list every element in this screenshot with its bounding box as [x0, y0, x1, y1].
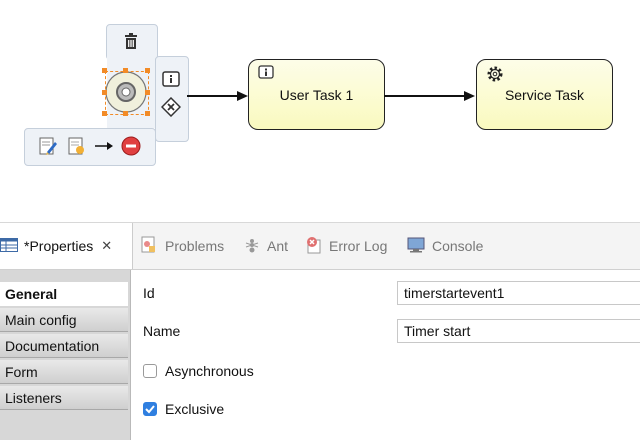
name-field[interactable]	[397, 319, 640, 343]
note-icon[interactable]	[66, 136, 86, 156]
checkmark-icon	[145, 405, 155, 414]
tab-properties-label: *Properties	[24, 238, 94, 254]
properties-sidebar: General Main config Documentation Form L…	[0, 270, 131, 440]
tab-error-log[interactable]: Error Log	[305, 223, 387, 269]
user-task-label: User Task 1	[279, 86, 354, 103]
sidebar-item-form[interactable]: Form	[0, 360, 128, 384]
sidebar-item-label: Form	[5, 363, 38, 380]
error-log-icon	[305, 236, 323, 257]
tab-console[interactable]: Console	[407, 223, 483, 269]
sidebar-item-label: Listeners	[5, 389, 62, 406]
tab-ant-label: Ant	[267, 238, 289, 254]
ant-icon	[244, 237, 260, 256]
gateway-icon[interactable]	[161, 97, 181, 117]
selection-box	[105, 71, 149, 115]
tab-problems[interactable]: Problems	[140, 223, 224, 269]
exclusive-label: Exclusive	[165, 401, 225, 417]
selection-handle[interactable]	[145, 90, 150, 95]
view-tab-bar: *Properties ✕ Problems Ant Error Log C	[0, 223, 640, 270]
sidebar-item-main-config[interactable]: Main config	[0, 308, 128, 332]
sidebar-item-label: General	[5, 286, 58, 302]
selection-handle[interactable]	[102, 111, 107, 116]
tab-console-label: Console	[432, 238, 484, 254]
trash-icon[interactable]	[121, 31, 141, 51]
user-task-icon	[258, 65, 274, 82]
asynchronous-label: Asynchronous	[165, 363, 254, 379]
sequence-arrow-icon[interactable]	[94, 136, 114, 156]
selection-handle[interactable]	[123, 68, 128, 73]
sequence-flow-arrowhead	[464, 91, 475, 101]
selection-handle[interactable]	[102, 90, 107, 95]
tab-properties[interactable]: *Properties ✕	[0, 223, 133, 269]
id-field[interactable]	[397, 281, 640, 305]
selection-handle[interactable]	[145, 111, 150, 116]
sidebar-item-label: Main config	[5, 311, 77, 328]
service-task-label: Service Task	[504, 86, 585, 103]
tab-problems-label: Problems	[165, 238, 225, 254]
sequence-flow-arrowhead	[237, 91, 248, 101]
id-label: Id	[143, 285, 155, 301]
sidebar-item-listeners[interactable]: Listeners	[0, 386, 128, 410]
sidebar-item-label: Documentation	[5, 337, 100, 354]
sequence-flow[interactable]	[187, 95, 239, 97]
tab-error-log-label: Error Log	[329, 238, 388, 254]
selection-handle[interactable]	[145, 68, 150, 73]
user-task[interactable]: User Task 1	[248, 59, 385, 130]
sequence-flow[interactable]	[384, 95, 465, 97]
close-icon[interactable]: ✕	[101, 238, 113, 253]
gear-icon	[486, 65, 504, 86]
sidebar-item-general[interactable]: General	[0, 282, 128, 306]
exclusive-checkbox[interactable]	[143, 402, 157, 416]
name-label: Name	[143, 323, 181, 339]
selection-handle[interactable]	[123, 111, 128, 116]
asynchronous-checkbox[interactable]	[143, 364, 157, 378]
user-task-icon[interactable]	[161, 69, 181, 89]
end-event-icon[interactable]	[121, 136, 141, 156]
tab-ant[interactable]: Ant	[244, 223, 288, 269]
script-task-icon[interactable]	[38, 136, 58, 156]
service-task[interactable]: Service Task	[476, 59, 613, 130]
problems-icon	[140, 236, 158, 257]
sidebar-item-documentation[interactable]: Documentation	[0, 334, 128, 358]
properties-icon	[0, 237, 18, 255]
selection-handle[interactable]	[102, 68, 107, 73]
properties-view: *Properties ✕ Problems Ant Error Log C	[0, 222, 640, 440]
console-icon	[407, 237, 425, 256]
diagram-canvas[interactable]: User Task 1 Service Task	[0, 0, 640, 222]
